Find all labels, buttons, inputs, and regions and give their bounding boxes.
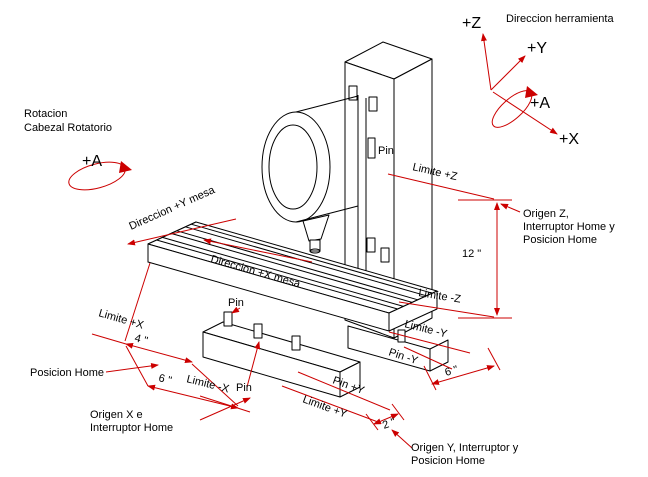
label-pin-table: Pin — [228, 297, 244, 309]
axis-x-arrow — [492, 91, 558, 135]
posicion-home-arrow — [105, 362, 159, 373]
y-dim-line-6in — [431, 365, 495, 385]
head-front-ring — [268, 124, 318, 210]
label-axis-y: +Y — [527, 40, 547, 57]
label-rotacion-a: +A — [82, 153, 102, 170]
y-dim-line-2in — [373, 413, 399, 425]
pin-table-arrow — [231, 306, 241, 314]
annotations — [68, 33, 558, 449]
label-origen-x-2: Interruptor Home — [90, 422, 173, 434]
leader-limite-x-plus — [91, 333, 127, 345]
z-limit-dog-top-2 — [368, 96, 378, 112]
saddle-pin-2 — [253, 323, 263, 339]
y-dim-ext-right — [487, 347, 501, 371]
dir-x-mesa-arrow — [203, 238, 313, 263]
label-origen-y-2: Posicion Home — [411, 455, 485, 467]
label-dim-4: 4 " — [133, 332, 149, 347]
axis-z-arrow — [481, 33, 492, 91]
label-limite-x-minus: Limite -X — [185, 373, 231, 395]
x-dim-line-4in — [125, 342, 193, 364]
pin-saddle-arrow — [246, 341, 261, 388]
y2-dim-ext-left — [365, 413, 379, 431]
t-slot-1b — [162, 236, 404, 307]
saddle-pin-3 — [291, 335, 301, 351]
leader-limite-z-plus — [387, 173, 495, 200]
column-pin-block — [367, 137, 376, 159]
head-top-edge — [295, 95, 359, 113]
leader-limite-z-minus — [398, 301, 495, 318]
z-limit-dog-bottom-2 — [380, 247, 390, 263]
origen-y-arrow — [391, 429, 413, 449]
label-rotacion-line1: Rotacion — [24, 108, 67, 120]
label-dim-6-left: 6 " — [157, 372, 173, 387]
label-direccion-herramienta: Direccion herramienta — [506, 13, 614, 25]
t-slot-2a — [170, 232, 413, 303]
axis-a-arc-arrowhead-icon — [525, 86, 538, 98]
x-dim-line-6in — [147, 384, 239, 410]
head-bottom-edge — [295, 205, 359, 223]
table-right-face — [388, 290, 438, 332]
label-axis-x: +X — [559, 131, 579, 148]
label-dim-12: 12 " — [462, 248, 481, 260]
label-axis-a: +A — [530, 95, 550, 112]
label-origen-z-2: Interruptor Home y — [523, 221, 615, 233]
label-rotacion-line2: Cabezal Rotatorio — [24, 122, 112, 134]
label-origen-y-1: Origen Y, Interruptor y — [411, 442, 519, 454]
y-dim-ext-left — [423, 365, 437, 391]
leader-limite-x-minus — [199, 395, 251, 413]
label-posicion-home: Posicion Home — [30, 367, 104, 379]
label-origen-z-1: Origen Z, — [523, 208, 569, 220]
label-origen-z-3: Posicion Home — [523, 234, 597, 246]
origen-z-arrow — [500, 203, 521, 213]
y2-dim-ext-right — [391, 403, 405, 421]
label-origen-x-1: Origen X e — [90, 409, 143, 421]
leader-limite-y-plus — [281, 385, 379, 423]
saddle-right-face — [339, 361, 361, 398]
x-dim-ext-table — [124, 262, 151, 342]
t-slot-3a — [185, 226, 427, 297]
base-right-face — [429, 339, 449, 372]
label-axis-z: +Z — [462, 15, 481, 32]
origen-x-arrow — [199, 397, 251, 421]
spindle-cone — [302, 214, 330, 242]
label-dim-6-right: 6 " — [444, 364, 460, 379]
axis-y-arrow — [490, 55, 526, 91]
head-rotation-arrowhead-icon — [119, 161, 132, 173]
label-pin-column: Pin — [378, 145, 394, 157]
leader-pin-y-plus — [297, 371, 391, 411]
t-slot-3b — [191, 223, 433, 294]
saddle-pin-1 — [223, 311, 233, 327]
tool-tip — [309, 248, 321, 254]
x-dim-ext-mid-1 — [125, 345, 149, 387]
t-slot-1a — [156, 239, 398, 310]
head-front — [261, 111, 331, 223]
label-dim-2: 2 " — [381, 416, 397, 432]
leader-limite-y-minus — [388, 331, 471, 354]
label-limite-x-plus: Limite +X — [97, 307, 145, 331]
z-limit-dog-bottom-1 — [366, 237, 376, 253]
dir-y-mesa-arrow — [127, 218, 237, 246]
z-limit-dog-top-1 — [348, 85, 358, 101]
machine-drawing — [147, 41, 449, 398]
label-limite-y-plus: Limite +Y — [301, 394, 349, 421]
label-pin-saddle: Pin — [236, 382, 252, 394]
